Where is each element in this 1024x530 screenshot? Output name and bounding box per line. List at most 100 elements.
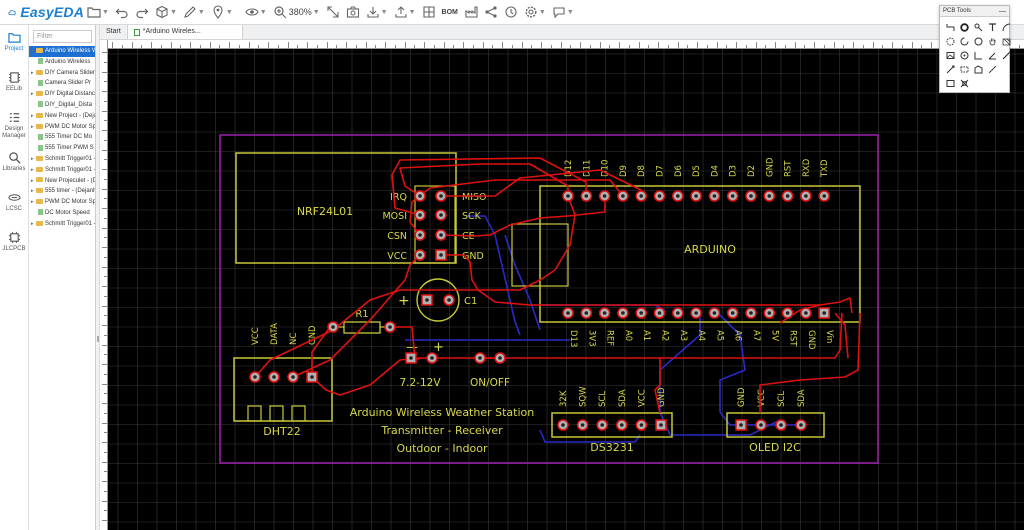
top-layer-trace[interactable] — [759, 312, 861, 413]
expand-arrow-icon[interactable]: ▸ — [31, 123, 34, 130]
top-layer-trace[interactable] — [441, 254, 853, 314]
nav-lcsc[interactable]: LCSC — [0, 185, 28, 225]
pcb-tools-header[interactable]: PCB Tools — — [940, 6, 1009, 17]
top-layer-trace[interactable] — [399, 163, 569, 197]
expand-arrow-icon[interactable]: ▸ — [31, 112, 34, 119]
tree-item[interactable]: 555 Timer DC Mo — [29, 132, 95, 143]
via-tool[interactable] — [972, 20, 984, 34]
draw-menu-button[interactable]: ▼ — [180, 2, 208, 22]
tree-item[interactable]: DC Motor Speed — [29, 208, 95, 219]
app-logo[interactable]: EasyEDA — [0, 4, 84, 20]
pan-tool[interactable] — [986, 34, 998, 48]
arduino-outline[interactable] — [539, 185, 861, 323]
undo-button[interactable] — [112, 2, 132, 22]
tree-item[interactable]: 555 Timer PWM S — [29, 143, 95, 154]
tree-item[interactable]: ▸New Projeculet - (D — [29, 176, 95, 187]
expand-arrow-icon[interactable]: ▸ — [31, 155, 34, 162]
tree-item[interactable]: ▸PWM DC Motor Sp — [29, 197, 95, 208]
bottom-layer-trace[interactable] — [659, 313, 701, 412]
tree-item[interactable]: ▸Schmitt Trigger01 - — [29, 165, 95, 176]
area-tool[interactable] — [972, 62, 984, 76]
grid-button[interactable] — [419, 2, 439, 22]
protractor-tool[interactable] — [986, 48, 998, 62]
top-layer-trace[interactable] — [834, 312, 849, 359]
expand-arrow-icon[interactable]: ▸ — [31, 188, 34, 195]
tree-item[interactable]: ▸Schmitt Trigger01 - — [29, 219, 95, 230]
zoom-menu-button[interactable]: 380%▼ — [270, 2, 323, 22]
nrf-module-outline[interactable] — [235, 152, 457, 264]
expand-arrow-icon[interactable]: ▸ — [31, 177, 34, 184]
splitter-grip-icon[interactable]: ‖ — [96, 335, 100, 344]
expand-arrow-icon[interactable]: ▸ — [31, 91, 34, 98]
tree-item[interactable]: ▸PWM DC Motor Sp — [29, 122, 95, 133]
location-menu-button[interactable]: ▼ — [208, 2, 236, 22]
tree-item[interactable]: ▸Arduino Wireless W — [29, 46, 95, 57]
filter-input[interactable]: Filter — [33, 30, 92, 43]
track-tool[interactable] — [944, 20, 956, 34]
drc-tool[interactable] — [958, 76, 970, 90]
pcb-drawing[interactable]: NRF24L01IRQMOSICSNVCCMISOSCKCEGNDARDUINO… — [100, 40, 1024, 530]
expand-arrow-icon[interactable]: ▸ — [31, 199, 34, 206]
top-layer-trace[interactable] — [420, 312, 843, 359]
arc-center-tool[interactable] — [958, 34, 970, 48]
arc-tool[interactable] — [1000, 20, 1012, 34]
import-button[interactable]: ▼ — [363, 2, 391, 22]
tree-item[interactable]: Camera Slider Pr — [29, 78, 95, 89]
dimension-tool[interactable] — [972, 48, 984, 62]
tree-item[interactable]: ▸DIY Camera Slider — [29, 68, 95, 79]
nav-project[interactable]: Project — [0, 25, 28, 65]
top-layer-trace[interactable] — [254, 195, 576, 378]
top-layer-trace[interactable] — [292, 254, 421, 378]
solder-tool[interactable] — [1000, 48, 1012, 62]
tree-item[interactable]: DIY_Digital_Dista — [29, 100, 95, 111]
text-tool[interactable] — [986, 20, 998, 34]
view-menu-button[interactable]: ▼ — [242, 2, 270, 22]
oled-outline[interactable] — [726, 412, 825, 438]
board-outline[interactable] — [219, 134, 879, 464]
tree-item[interactable]: ▸Schmitt Trigger01 - — [29, 154, 95, 165]
ds3231-outline[interactable] — [551, 412, 673, 438]
panel-splitter[interactable]: ‖ — [96, 25, 100, 530]
bom-button[interactable]: BOM — [439, 2, 461, 22]
nav-eelib[interactable]: EELib — [0, 65, 28, 105]
bottom-layer-trace[interactable] — [717, 312, 746, 412]
history-button[interactable] — [501, 2, 521, 22]
expand-arrow-icon[interactable]: ▸ — [31, 69, 34, 76]
measure-tool[interactable] — [986, 62, 998, 76]
tree-item[interactable]: Arduino Wireless — [29, 57, 95, 68]
hole-tool[interactable] — [958, 48, 970, 62]
expand-arrow-icon[interactable]: ▸ — [31, 220, 34, 227]
tab-pcb-document[interactable]: *Arduino Wireles... — [127, 25, 243, 39]
nav-jlcpcb[interactable]: JLCPCB — [0, 225, 28, 265]
top-layer-trace[interactable] — [409, 179, 624, 236]
minimize-icon[interactable]: — — [999, 8, 1006, 15]
file-menu-button[interactable]: ▼ — [84, 2, 112, 22]
expand-arrow-icon[interactable]: ▸ — [31, 48, 34, 54]
tree-item[interactable]: ▸DIY Digital Distanc — [29, 89, 95, 100]
top-layer-trace[interactable] — [311, 357, 421, 396]
settings-button[interactable]: ▼ — [521, 2, 549, 22]
fabrication-button[interactable] — [461, 2, 481, 22]
redo-button[interactable] — [132, 2, 152, 22]
nav-design-manager[interactable]: Design Manager — [0, 105, 28, 145]
pad-tool[interactable] — [958, 20, 970, 34]
copper-area-tool[interactable] — [1000, 34, 1012, 48]
top-layer-trace[interactable] — [391, 157, 587, 216]
bottom-layer-trace[interactable] — [504, 234, 541, 331]
tree-item[interactable]: ▸New Project - (Deja — [29, 111, 95, 122]
top-layer-trace[interactable] — [654, 358, 661, 414]
bottom-layer-trace[interactable] — [539, 429, 641, 443]
bottom-layer-trace[interactable] — [466, 215, 521, 336]
nav-libraries[interactable]: Libraries — [0, 145, 28, 185]
expand-arrow-icon[interactable]: ▸ — [31, 166, 34, 173]
place-menu-button[interactable]: ▼ — [152, 2, 180, 22]
circle-outline-tool[interactable] — [972, 34, 984, 48]
capacitor-outline[interactable] — [416, 278, 460, 322]
image-tool[interactable] — [944, 48, 956, 62]
fit-button[interactable] — [323, 2, 343, 22]
tab-start[interactable]: Start — [100, 25, 128, 39]
rect-tool[interactable] — [958, 62, 970, 76]
rectangle-tool[interactable] — [944, 76, 956, 90]
camera-button[interactable] — [343, 2, 363, 22]
